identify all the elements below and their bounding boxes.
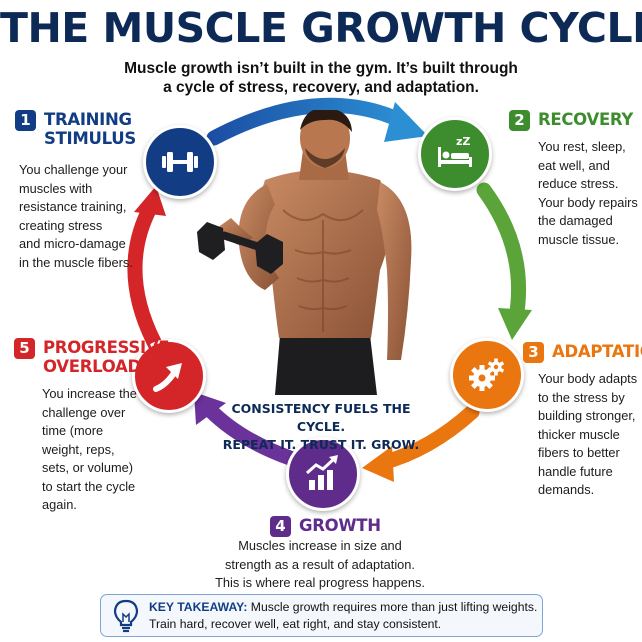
- step-2-heading: 2 RECOVERY: [509, 110, 633, 131]
- arrowhead-recovery-to-adaptation: [498, 308, 532, 340]
- athlete-illustration: [197, 110, 412, 395]
- cycle-motto: CONSISTENCY FUELS THE CYCLE. REPEAT IT. …: [215, 400, 427, 454]
- desc-line: and micro-damage: [19, 236, 126, 251]
- desc-line: to the stress by: [538, 389, 625, 405]
- lightbulb-icon: [113, 599, 139, 632]
- arrow-training-to-recovery: [206, 97, 412, 146]
- desc-line: building stronger,: [538, 408, 636, 423]
- arrow-growth-to-overload: [202, 402, 298, 466]
- desc-line: eat well, and: [538, 157, 610, 173]
- dumbbell-icon: [162, 152, 198, 172]
- arrowhead-overload-to-training: [134, 186, 166, 216]
- gears-icon: [469, 358, 505, 391]
- desc-line: You challenge your: [19, 162, 128, 177]
- step-4-description: Muscles increase in size and strength as…: [205, 537, 435, 593]
- desc-line: This is where real progress happens.: [215, 575, 425, 590]
- desc-line: weight, reps,: [42, 441, 115, 457]
- key-takeaway-box: KEY TAKEAWAY: Muscle growth requires mor…: [100, 594, 543, 637]
- desc-line: fibers to better: [538, 445, 620, 460]
- step-3-description: Your body adapts to the stress by buildi…: [538, 370, 640, 500]
- desc-line: muscles with: [19, 180, 93, 196]
- desc-line: time (more: [42, 423, 104, 438]
- step-1-training-node: [143, 125, 217, 199]
- motto-line-2: REPEAT IT. TRUST IT. GROW.: [222, 437, 420, 452]
- arrowhead-training-to-recovery: [384, 102, 428, 142]
- arrow-overload-to-training: [127, 200, 162, 350]
- step-5-badge: 5: [14, 338, 35, 359]
- takeaway-text-line-2: Train hard, recover well, eat right, and…: [149, 616, 442, 631]
- arrow-up-right-icon: [153, 363, 182, 392]
- step-2-title: RECOVERY: [538, 110, 634, 129]
- step-1-badge: 1: [15, 110, 36, 131]
- desc-line: again.: [42, 497, 77, 512]
- step-5-description: You increase the challenge over time (mo…: [42, 385, 137, 515]
- step-2-badge: 2: [509, 110, 530, 131]
- takeaway-text: KEY TAKEAWAY: Muscle growth requires mor…: [149, 599, 537, 633]
- desc-line: muscle tissue.: [538, 231, 620, 247]
- step-3-heading: 3 ADAPTATION: [523, 342, 642, 363]
- desc-line: Your body repairs: [538, 194, 638, 210]
- desc-line: Your body adapts: [538, 371, 638, 386]
- step-1-title-line-2: STIMULUS: [44, 129, 136, 148]
- step-5-title-line-1: PROGRESSIVE: [43, 338, 170, 357]
- desc-line: demands.: [538, 482, 595, 497]
- step-2-recovery-node: zZ: [418, 117, 492, 191]
- step-4-title: GROWTH: [299, 516, 381, 535]
- step-3-adaptation-node: [450, 338, 524, 412]
- subtitle-line-2: a cycle of stress, recovery, and adaptat…: [163, 79, 479, 96]
- desc-line: Muscles increase in size and: [238, 538, 402, 553]
- desc-line: sets, or volume): [42, 460, 134, 475]
- takeaway-text-line-1: Muscle growth requires more than just li…: [247, 599, 538, 614]
- subtitle: Muscle growth isn’t built in the gym. It…: [80, 59, 562, 97]
- subtitle-line-1: Muscle growth isn’t built in the gym. It…: [124, 60, 518, 77]
- arrowhead-adaptation-to-growth: [362, 446, 394, 482]
- step-3-badge: 3: [523, 342, 544, 363]
- desc-line: challenge over: [42, 404, 126, 420]
- desc-line: to start the cycle: [42, 478, 136, 494]
- page-title: THE MUSCLE GROWTH CYCLE: [0, 4, 642, 52]
- arrowhead-growth-to-overload: [194, 392, 226, 425]
- desc-line: thicker muscle: [538, 426, 620, 442]
- step-1-title-line-1: TRAINING: [44, 110, 132, 129]
- step-1-description: You challenge your muscles with resistan…: [19, 161, 154, 272]
- desc-line: You increase the: [42, 386, 137, 401]
- arrow-recovery-to-adaptation: [476, 182, 526, 326]
- dumbbell-prop: [197, 222, 283, 274]
- desc-line: the damaged: [538, 213, 613, 228]
- step-3-title: ADAPTATION: [552, 342, 642, 361]
- step-4-growth-node: [286, 437, 360, 511]
- desc-line: handle future: [538, 463, 613, 479]
- desc-line: in the muscle fibers.: [19, 254, 133, 270]
- step-5-title-line-2: OVERLOAD: [43, 357, 141, 376]
- step-4-heading: 4 GROWTH: [270, 516, 381, 537]
- step-5-heading: 5 PROGRESSIVE OVERLOAD: [14, 338, 170, 376]
- sleeping-bed-icon: zZ: [438, 135, 472, 167]
- desc-line: strength as a result of adaptation.: [225, 556, 415, 572]
- desc-line: reduce stress.: [538, 176, 619, 191]
- desc-line: resistance training,: [19, 199, 127, 214]
- desc-line: You rest, sleep,: [538, 139, 626, 154]
- desc-line: creating stress: [19, 217, 103, 233]
- step-4-badge: 4: [270, 516, 291, 537]
- step-1-heading: 1 TRAINING STIMULUS: [15, 110, 136, 148]
- zz-text: zZ: [456, 135, 470, 148]
- step-5-overload-node: [132, 339, 206, 413]
- takeaway-label: KEY TAKEAWAY:: [149, 599, 248, 614]
- bar-chart-growth-icon: [306, 455, 338, 490]
- motto-line-1: CONSISTENCY FUELS THE CYCLE.: [231, 401, 411, 434]
- step-2-description: You rest, sleep, eat well, and reduce st…: [538, 138, 638, 249]
